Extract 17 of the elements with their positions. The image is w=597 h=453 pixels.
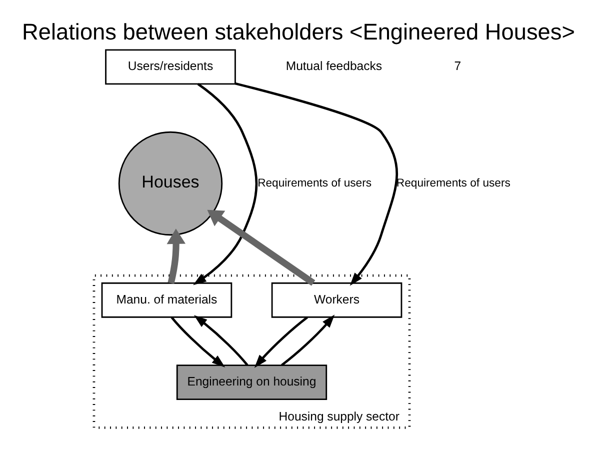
arrow: [281, 314, 335, 366]
node-box: Manu. of materials: [101, 282, 232, 318]
diagram-title: Relations between stakeholders <Engineered Houses>: [22, 18, 575, 45]
edge-label: Requirements of users: [396, 177, 510, 190]
arrow: [193, 83, 258, 286]
node-box: Engineering on housing: [176, 364, 328, 400]
node-box: Workers: [271, 282, 402, 318]
arrow: [166, 228, 186, 284]
arrow: [234, 82, 398, 286]
label: 7: [454, 59, 462, 74]
edge-label: Requirements of users: [258, 177, 372, 190]
arrow: [254, 316, 308, 368]
node-circle: Houses: [118, 131, 223, 236]
node-box: Users/residents: [105, 49, 236, 85]
arrow: [194, 315, 248, 366]
arrow: [170, 316, 226, 368]
label: Mutual feedbacks: [286, 59, 382, 74]
